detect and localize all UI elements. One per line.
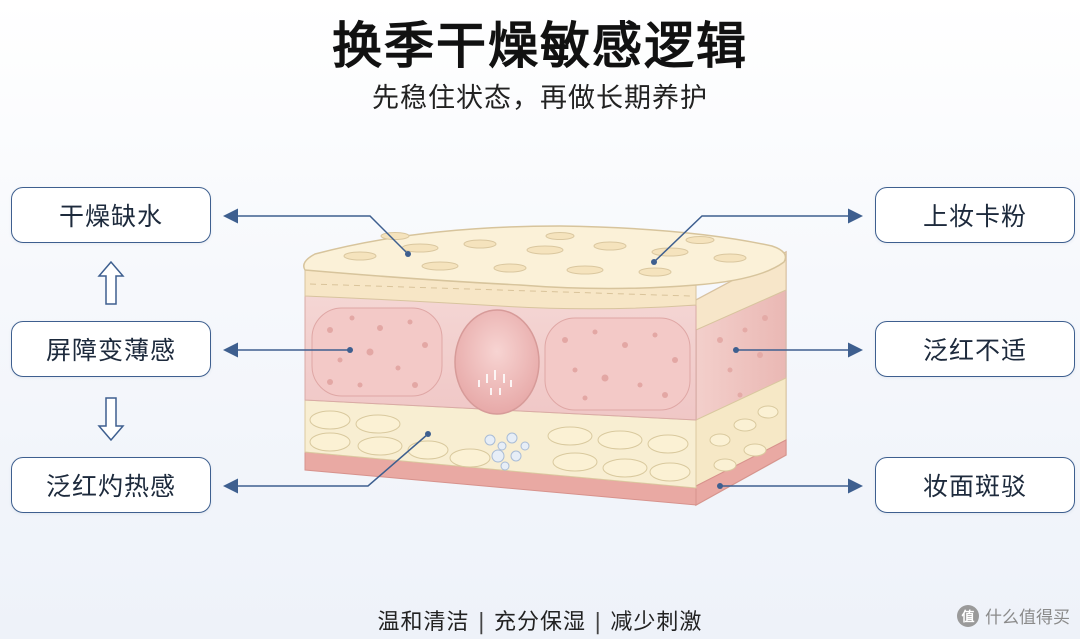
pointer-dry: [223, 208, 409, 255]
block-front-face: [304, 269, 697, 506]
label-makeup-cakey: 上妆卡粉: [875, 187, 1075, 243]
tip-gentle-cleanse: 温和清洁: [377, 610, 470, 635]
tip-reduce-irritation: 减少刺激: [610, 610, 703, 635]
flow-arrow-down: [97, 397, 125, 442]
page-subtitle: 先稳住状态，再做长期养护: [372, 83, 708, 114]
label-redness-heat: 泛红灼热感: [11, 457, 211, 513]
watermark-text: 什么值得买: [985, 608, 1070, 628]
watermark: 值 什么值得买: [957, 603, 1070, 628]
label-redness-discomfort: 泛红不适: [875, 321, 1075, 377]
flow-arrow-up: [97, 260, 125, 305]
block-top-face: [303, 225, 787, 290]
pointer-makeup-cake: [653, 208, 863, 263]
label-patchy-makeup: 妆面斑驳: [875, 457, 1075, 513]
footer-separator: |: [477, 610, 486, 635]
watermark-logo-icon: 值: [957, 604, 979, 627]
footer-separator: |: [594, 610, 603, 635]
label-dry: 干燥缺水: [11, 187, 211, 243]
tip-moisturize: 充分保湿: [493, 610, 586, 635]
block-side-face: [695, 250, 787, 507]
footer-tips: 温和清洁 | 充分保湿 | 减少刺激: [0, 604, 1080, 636]
label-thin-barrier: 屏障变薄感: [11, 321, 211, 377]
page-title: 换季干燥敏感逻辑: [332, 17, 748, 75]
pointer-lines: [223, 208, 863, 494]
pointer-redness-heat: [223, 433, 429, 494]
